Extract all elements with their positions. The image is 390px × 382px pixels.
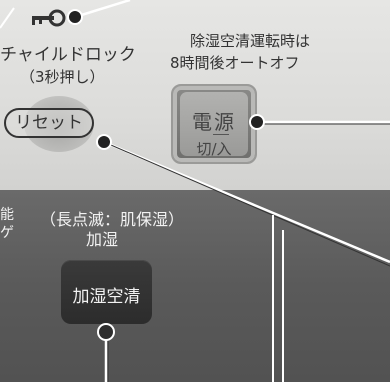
power-button-sub-label: 切/入 xyxy=(196,140,232,158)
humidify-purify-button-label: 加湿空清 xyxy=(72,287,141,307)
key-icon xyxy=(32,9,66,27)
humidify-label: 加湿 xyxy=(86,230,119,249)
dehumidify-note-line1: 除湿空清運転時は xyxy=(190,32,311,50)
dehumidify-note-line2: 8時間後オートオフ xyxy=(170,54,300,72)
left-cut-text-1: 能 xyxy=(0,207,14,223)
power-button[interactable]: 電源 切/入 xyxy=(171,84,257,164)
reset-button-label[interactable]: リセット xyxy=(4,108,94,138)
child-lock-label: チャイルドロック xyxy=(0,45,136,65)
left-cut-text-2: ゲ xyxy=(0,225,14,241)
power-button-face[interactable]: 電源 切/入 xyxy=(180,92,248,158)
child-lock-sub-label: （3秒押し） xyxy=(20,68,105,86)
power-button-label: 電源 xyxy=(192,110,236,134)
humidify-purify-button[interactable]: 加湿空清 xyxy=(61,260,152,324)
power-separator xyxy=(213,134,229,135)
